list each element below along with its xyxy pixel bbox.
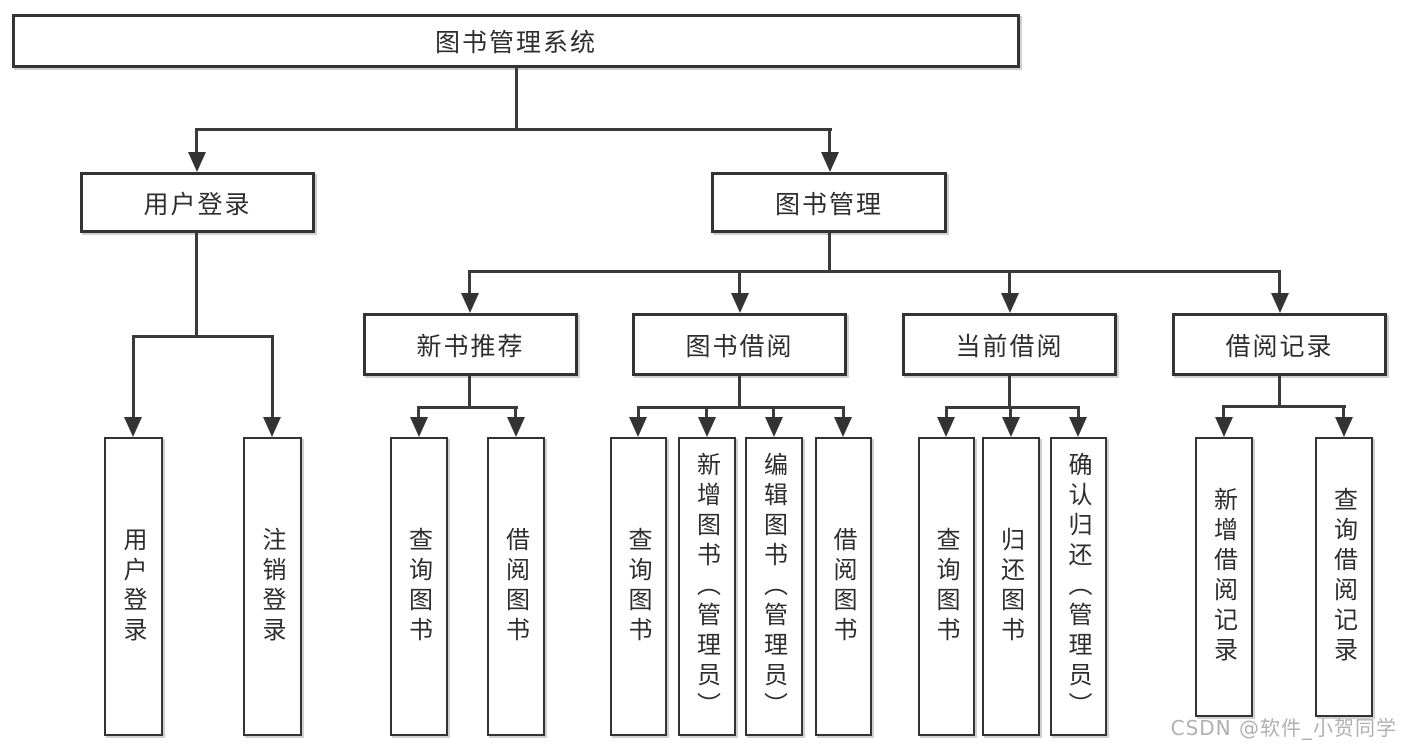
csdn-watermark: CSDN @软件_小贺同学 [1170, 716, 1397, 740]
leaf-query-books-borrowing: 查询图书 [610, 437, 667, 736]
leaf-edit-book-admin: 编辑图书（管理员） [745, 437, 803, 736]
connector-hline [468, 270, 1281, 273]
connector-vline [195, 233, 198, 338]
leaf-query-borrow-record: 查询借阅记录 [1315, 437, 1373, 717]
connector-vline [772, 406, 775, 418]
connector-arrowhead-down [1215, 417, 1233, 437]
connector-vline [514, 406, 517, 418]
connector-arrowhead-down [188, 152, 206, 172]
connector-arrowhead-down [507, 417, 525, 437]
connector-vline [738, 376, 741, 409]
connector-vline [195, 128, 198, 154]
connector-arrowhead-down [629, 417, 647, 437]
connector-arrowhead-down [410, 417, 428, 437]
node-book-borrowing: 图书借阅 [632, 313, 847, 376]
node-borrowing-records: 借阅记录 [1172, 313, 1387, 376]
connector-arrowhead-down [731, 293, 749, 313]
connector-vline [1008, 270, 1011, 295]
leaf-return-book: 归还图书 [982, 437, 1040, 736]
connector-arrowhead-down [1001, 293, 1019, 313]
connector-hline [417, 406, 518, 409]
connector-arrowhead-down [1069, 417, 1087, 437]
connector-arrowhead-down [124, 417, 142, 437]
node-user-login: 用户登录 [80, 172, 315, 233]
connector-vline [842, 406, 845, 418]
connector-hline [1222, 405, 1346, 408]
connector-vline [271, 335, 274, 419]
connector-hline [132, 335, 274, 338]
connector-vline [1342, 405, 1345, 418]
connector-arrowhead-down [263, 417, 281, 437]
connector-vline [132, 335, 135, 419]
leaf-confirm-return-admin: 确认归还（管理员） [1050, 437, 1107, 736]
connector-vline [945, 406, 948, 418]
leaf-add-book-admin: 新增图书（管理员） [678, 437, 736, 736]
connector-vline [1009, 406, 1012, 418]
connector-arrowhead-down [698, 417, 716, 437]
connector-vline [637, 406, 640, 418]
connector-vline [738, 270, 741, 295]
connector-vline [705, 406, 708, 418]
connector-vline [515, 68, 518, 131]
node-library-management-system: 图书管理系统 [12, 14, 1020, 68]
connector-hline [945, 406, 1080, 409]
connector-arrowhead-down [1002, 417, 1020, 437]
connector-arrowhead-down [1335, 417, 1353, 437]
connector-vline [1077, 406, 1080, 418]
node-new-book-recommend: 新书推荐 [363, 313, 578, 376]
connector-vline [468, 270, 471, 295]
connector-hline [195, 128, 832, 131]
leaf-logout-login: 注销登录 [243, 437, 302, 736]
leaf-borrow-books-recommend: 借阅图书 [487, 437, 545, 736]
connector-hline [637, 406, 845, 409]
connector-vline [417, 406, 420, 418]
node-current-borrowing: 当前借阅 [902, 313, 1117, 376]
connector-arrowhead-down [1271, 293, 1289, 313]
leaf-add-borrow-record: 新增借阅记录 [1195, 437, 1253, 717]
connector-vline [1278, 270, 1281, 295]
connector-arrowhead-down [834, 417, 852, 437]
connector-arrowhead-down [937, 417, 955, 437]
connector-vline [828, 233, 831, 273]
leaf-query-books-current: 查询图书 [918, 437, 975, 736]
leaf-user-login: 用户登录 [104, 437, 163, 736]
connector-vline [468, 376, 471, 409]
connector-arrowhead-down [461, 293, 479, 313]
connector-vline [1278, 376, 1281, 408]
leaf-query-books-recommend: 查询图书 [390, 437, 448, 736]
node-book-management: 图书管理 [711, 172, 947, 233]
connector-vline [1008, 376, 1011, 409]
connector-vline [1222, 405, 1225, 418]
connector-vline [828, 128, 831, 154]
connector-arrowhead-down [821, 152, 839, 172]
connector-arrowhead-down [765, 417, 783, 437]
leaf-borrow-books-borrowing: 借阅图书 [815, 437, 872, 736]
